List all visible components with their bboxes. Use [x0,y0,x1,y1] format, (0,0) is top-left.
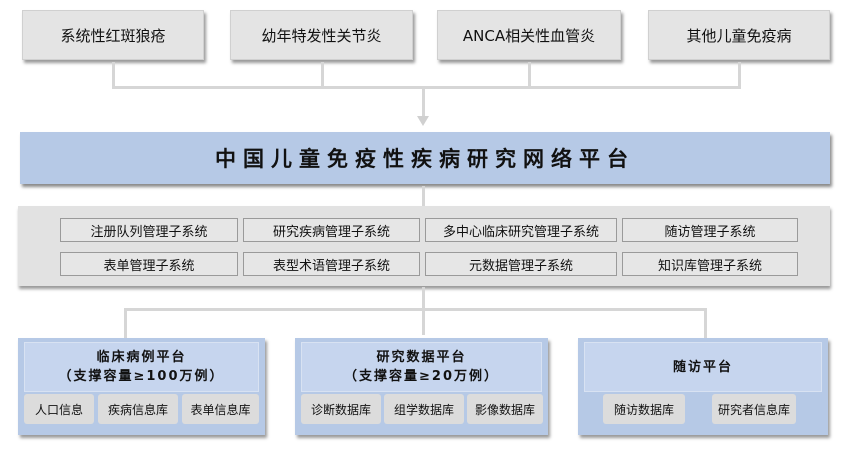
database-box: 随访数据库 [603,394,685,424]
disease-box-other: 其他儿童免疫病 [648,10,830,60]
database-box: 疾病信息库 [98,394,178,424]
platform-title: 研究数据平台 [376,350,467,365]
connector [422,186,425,206]
database-box: 研究者信息库 [712,394,796,424]
connector [321,62,324,88]
connector [704,308,707,338]
subsystem-box: 表单管理子系统 [60,252,238,276]
arrow-down-icon [417,116,429,126]
platform-capacity: （支撑容量≥20万例） [344,369,499,384]
connector [124,308,127,338]
database-box: 组学数据库 [384,394,464,424]
database-box: 人口信息 [24,394,94,424]
subsystem-box: 随访管理子系统 [622,218,798,242]
disease-box-sle: 系统性红斑狼疮 [22,10,204,60]
disease-box-jia: 幼年特发性关节炎 [230,10,413,60]
subsystem-box: 多中心临床研究管理子系统 [425,218,617,242]
database-box: 影像数据库 [467,394,543,424]
connector [422,88,425,118]
connector [528,62,531,88]
subsystem-box: 知识库管理子系统 [622,252,798,276]
subsystem-box: 元数据管理子系统 [425,252,617,276]
main-platform-title: 中国儿童免疫性疾病研究网络平台 [20,132,830,184]
follow-up-platform: 随访平台 随访数据库 研究者信息库 [578,338,828,435]
disease-box-anca: ANCA相关性血管炎 [437,10,621,60]
platform-title: 临床病例平台 [96,350,187,365]
database-box: 表单信息库 [182,394,259,424]
research-data-platform: 研究数据平台 （支撑容量≥20万例） 诊断数据库 组学数据库 影像数据库 [295,338,548,435]
connector [738,62,741,88]
platform-title: 随访平台 [672,359,733,375]
database-box: 诊断数据库 [301,394,381,424]
clinical-case-platform: 临床病例平台 （支撑容量≥100万例） 人口信息 疾病信息库 表单信息库 [18,338,265,435]
connector [422,287,425,335]
platform-capacity: （支撑容量≥100万例） [58,369,225,384]
subsystem-box: 表型术语管理子系统 [243,252,420,276]
subsystem-box: 注册队列管理子系统 [60,218,238,242]
connector [112,86,741,89]
connector [112,62,115,88]
subsystem-box: 研究疾病管理子系统 [243,218,420,242]
connector [124,308,706,311]
